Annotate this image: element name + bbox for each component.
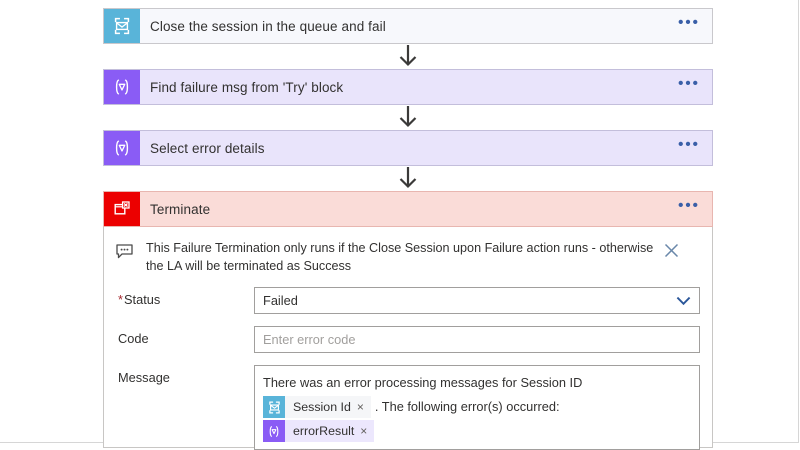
action-card-menu-button[interactable]: •••	[666, 70, 712, 104]
message-token-line-2: errorResult ×	[263, 420, 691, 442]
ellipsis-icon: •••	[678, 75, 700, 92]
message-input[interactable]: There was an error processing messages f…	[254, 365, 700, 450]
status-dropdown[interactable]: Failed	[254, 287, 700, 314]
flow-connector	[103, 44, 713, 69]
action-card-terminate-group: Terminate ••• This F	[103, 191, 713, 450]
form-row-code: Code Enter error code	[104, 326, 712, 353]
variable-expression-icon-glyph	[269, 425, 279, 437]
ellipsis-icon: •••	[678, 14, 700, 31]
status-value: Failed	[263, 293, 298, 308]
action-card-terminate-header[interactable]: Terminate •••	[103, 191, 713, 227]
token-label: Session Id	[293, 400, 351, 414]
code-input[interactable]: Enter error code	[254, 326, 700, 353]
terminate-action-panel: This Failure Termination only runs if th…	[103, 227, 713, 450]
message-label: Message	[118, 370, 170, 385]
variable-expression-icon-glyph	[115, 79, 129, 95]
ellipsis-icon: •••	[678, 197, 700, 214]
arrow-down-icon	[399, 45, 417, 67]
action-comment: This Failure Termination only runs if th…	[104, 227, 712, 275]
service-bus-icon-glyph	[268, 401, 280, 413]
chevron-down-icon[interactable]	[676, 296, 691, 306]
action-comment-text: This Failure Termination only runs if th…	[146, 241, 654, 273]
message-text-after-token: . The following error(s) occurred:	[374, 399, 560, 414]
code-placeholder: Enter error code	[263, 332, 356, 347]
message-text-line: There was an error processing messages f…	[263, 375, 583, 390]
token-remove-icon[interactable]: ×	[360, 424, 368, 438]
arrow-down-icon	[399, 106, 417, 128]
token-session-id[interactable]: Session Id ×	[263, 396, 371, 418]
action-card-find-failure-msg[interactable]: Find failure msg from 'Try' block •••	[103, 69, 713, 105]
service-bus-icon	[104, 9, 140, 43]
message-token-line-1: Session Id × . The following error(s) oc…	[263, 396, 691, 420]
terminate-icon	[104, 192, 140, 226]
comment-bubble-icon	[116, 239, 142, 264]
form-row-message: Message There was an error processing me…	[104, 365, 712, 450]
service-bus-icon-glyph	[114, 17, 130, 35]
action-card-title: Select error details	[150, 140, 265, 156]
action-card-title: Find failure msg from 'Try' block	[150, 79, 344, 95]
status-label: *Status	[116, 287, 254, 307]
close-icon-glyph	[664, 243, 679, 258]
action-card-close-session[interactable]: Close the session in the queue and fail …	[103, 8, 713, 44]
action-card-title: Close the session in the queue and fail	[150, 18, 386, 34]
required-marker: *	[118, 292, 123, 307]
code-label: Code	[118, 331, 149, 346]
variable-expression-icon	[104, 70, 140, 104]
status-label-text: Status	[123, 292, 161, 307]
token-label: errorResult	[293, 424, 355, 438]
logic-app-flow: Close the session in the queue and fail …	[103, 8, 713, 450]
action-card-menu-button[interactable]: •••	[666, 9, 712, 43]
variable-expression-icon	[263, 420, 285, 442]
variable-expression-icon-glyph	[115, 140, 129, 156]
token-error-result[interactable]: errorResult ×	[263, 420, 375, 442]
action-card-select-error-details[interactable]: Select error details •••	[103, 130, 713, 166]
flow-connector	[103, 105, 713, 130]
form-row-status: *Status Failed	[104, 287, 712, 314]
close-icon[interactable]	[664, 239, 686, 263]
action-card-title: Terminate	[150, 201, 211, 217]
token-remove-icon[interactable]: ×	[356, 400, 364, 414]
chevron-down-icon-glyph	[676, 296, 691, 305]
service-bus-icon	[263, 396, 285, 418]
ellipsis-icon: •••	[678, 136, 700, 153]
action-card-menu-button[interactable]: •••	[666, 192, 712, 226]
terminate-icon-glyph	[114, 201, 130, 215]
comment-bubble-icon-glyph	[116, 244, 133, 259]
flow-connector	[103, 166, 713, 191]
variable-expression-icon	[104, 131, 140, 165]
action-card-menu-button[interactable]: •••	[666, 131, 712, 165]
arrow-down-icon	[399, 167, 417, 189]
